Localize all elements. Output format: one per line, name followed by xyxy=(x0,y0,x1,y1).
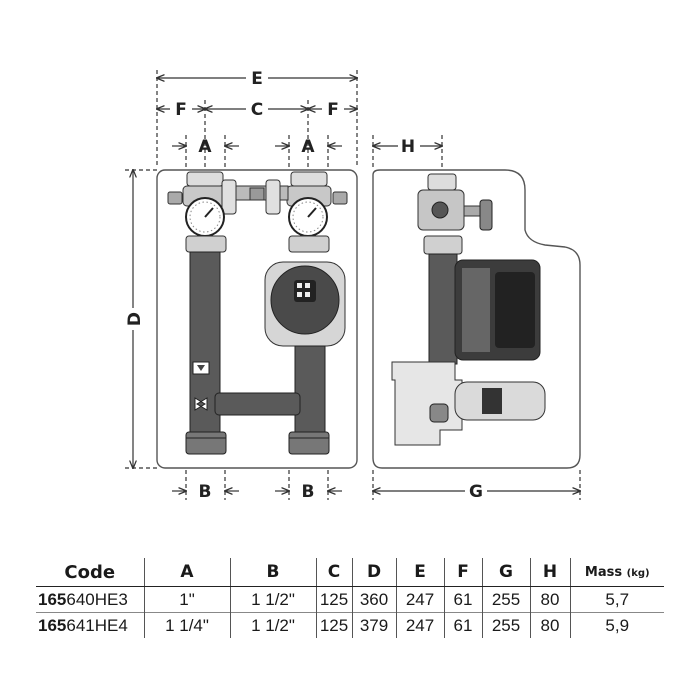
dim-label-F-right: F xyxy=(327,100,339,120)
cell-mass: 5,7 xyxy=(569,586,664,613)
dim-label-H: H xyxy=(401,137,415,157)
header-D: D xyxy=(351,558,396,587)
cell-F: 61 xyxy=(443,612,482,638)
header-mass-unit: (kg) xyxy=(626,567,650,579)
header-F: F xyxy=(443,558,482,587)
header-C: C xyxy=(315,558,352,587)
cell-E: 247 xyxy=(395,586,444,613)
code-prefix: 165 xyxy=(38,615,67,635)
table-header-row: Code A B C D E F G H Mass (kg) xyxy=(36,558,664,587)
table-row: 165640HE3 1" 1 1/2" 125 360 247 61 255 8… xyxy=(36,586,664,613)
header-mass: Mass (kg) xyxy=(569,558,664,587)
dim-label-C: C xyxy=(251,100,263,120)
header-B: B xyxy=(229,558,316,587)
cell-mass: 5,9 xyxy=(569,612,664,638)
cell-H: 80 xyxy=(529,586,570,613)
header-E: E xyxy=(395,558,444,587)
dim-label-B-left: B xyxy=(199,482,212,502)
cell-G: 255 xyxy=(481,586,530,613)
header-G: G xyxy=(481,558,530,587)
thermometer-right-icon xyxy=(288,197,328,237)
cell-code: 165640HE3 xyxy=(36,586,144,613)
dim-label-D: D xyxy=(125,312,145,326)
dim-label-G: G xyxy=(469,482,483,502)
front-view xyxy=(156,169,358,469)
header-code: Code xyxy=(36,558,144,587)
header-A: A xyxy=(143,558,230,587)
table-row: 165641HE4 1 1/4" 1 1/2" 125 379 247 61 2… xyxy=(36,612,664,638)
right-pipe xyxy=(294,345,326,433)
technical-drawing: E F C F A A D B B H G xyxy=(124,68,700,502)
code-prefix: 165 xyxy=(38,589,67,609)
cell-C: 125 xyxy=(315,612,352,638)
crossover-pipe xyxy=(214,392,301,416)
side-view xyxy=(372,169,581,469)
dimensions-table: Code A B C D E F G H Mass (kg) 165640HE3… xyxy=(36,558,664,638)
dim-label-B-right: B xyxy=(302,482,315,502)
cell-H: 80 xyxy=(529,612,570,638)
cell-F: 61 xyxy=(443,586,482,613)
code-suffix: 641HE4 xyxy=(66,615,128,635)
dim-label-F-left: F xyxy=(175,100,187,120)
cell-B: 1 1/2" xyxy=(229,586,316,613)
dim-label-E: E xyxy=(251,69,263,89)
cell-D: 379 xyxy=(351,612,396,638)
cell-G: 255 xyxy=(481,612,530,638)
code-suffix: 640HE3 xyxy=(66,589,128,609)
cell-A: 1" xyxy=(143,586,230,613)
dim-label-A-right: A xyxy=(301,137,315,157)
circulator-pump xyxy=(264,261,346,347)
cell-B: 1 1/2" xyxy=(229,612,316,638)
cell-C: 125 xyxy=(315,586,352,613)
cell-D: 360 xyxy=(351,586,396,613)
dim-label-A-left: A xyxy=(198,137,212,157)
cell-code: 165641HE4 xyxy=(36,612,144,638)
thermometer-left-icon xyxy=(185,197,225,237)
header-H: H xyxy=(529,558,570,587)
cell-E: 247 xyxy=(395,612,444,638)
cell-A: 1 1/4" xyxy=(143,612,230,638)
header-mass-label: Mass xyxy=(584,564,623,580)
